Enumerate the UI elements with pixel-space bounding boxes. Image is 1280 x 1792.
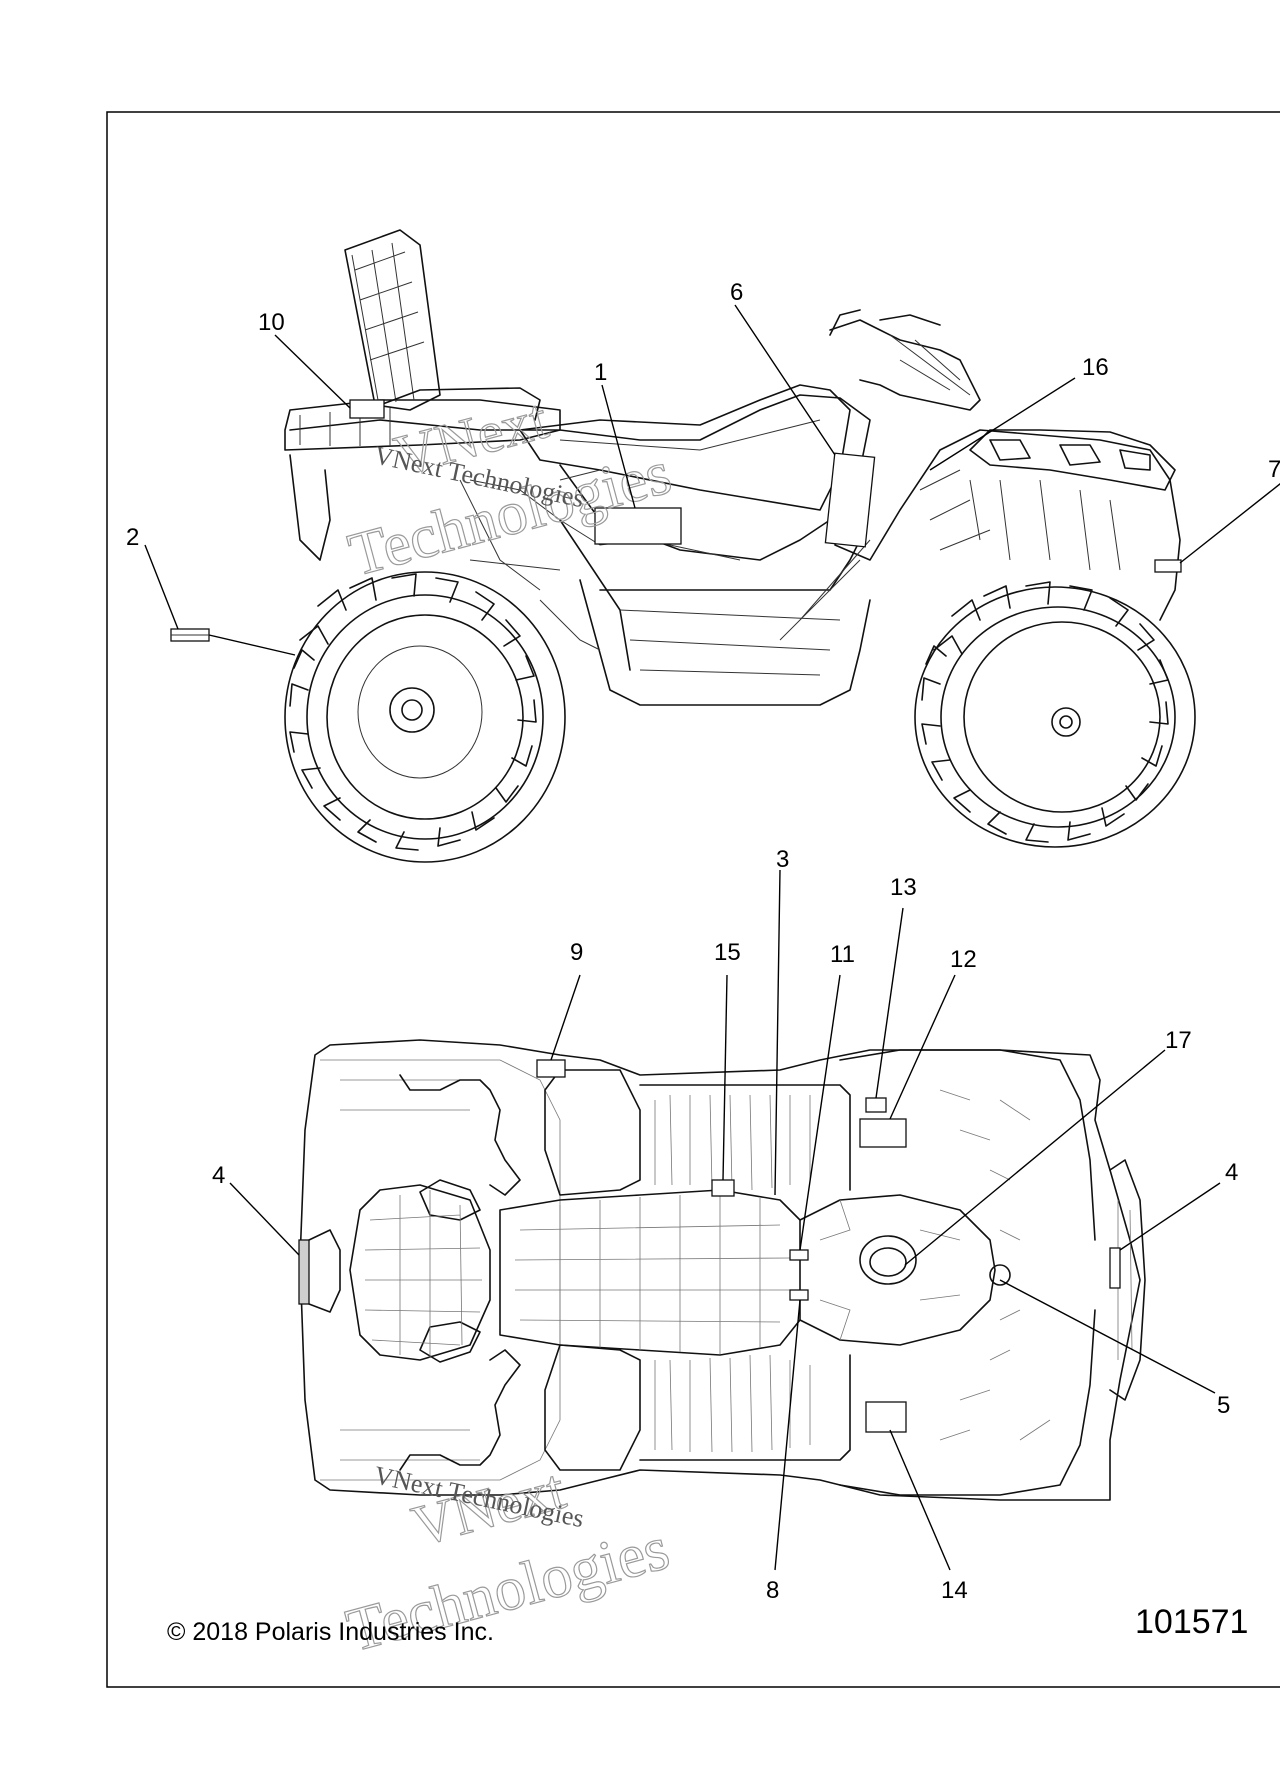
callout-9: 9 <box>570 939 583 966</box>
rear-wheel <box>284 571 566 863</box>
callout-8: 8 <box>766 1577 779 1604</box>
decal-13-rect <box>865 1097 887 1113</box>
callout-10: 10 <box>258 309 285 336</box>
decal-4-front-rect <box>1109 1247 1121 1289</box>
atv-top-view <box>298 1039 1146 1501</box>
callout-13: 13 <box>890 874 917 901</box>
decal-7-rect <box>1154 559 1182 573</box>
callout-3: 3 <box>776 846 789 873</box>
decal-15-rect <box>711 1179 735 1197</box>
callout-12: 12 <box>950 946 977 973</box>
callout-2: 2 <box>126 524 139 551</box>
decal-1-rect <box>594 507 682 545</box>
callout-15: 15 <box>714 939 741 966</box>
side-seat <box>519 384 851 511</box>
callout-6: 6 <box>730 279 743 306</box>
decal-9-rect <box>536 1059 566 1078</box>
decal-4-rear-rect <box>298 1239 310 1305</box>
callout-17: 17 <box>1165 1027 1192 1054</box>
callout-5: 5 <box>1217 1392 1230 1419</box>
callout-11: 11 <box>830 941 855 968</box>
top-backrest <box>349 1184 491 1361</box>
decal-6-rect <box>824 452 876 548</box>
copyright-notice: © 2018 Polaris Industries Inc. <box>167 1618 494 1646</box>
callout-4-front: 4 <box>1225 1159 1238 1186</box>
atv-side-view <box>170 229 1196 863</box>
front-wheel <box>914 581 1196 848</box>
leader-lines <box>144 304 1280 1571</box>
callout-4-rear: 4 <box>212 1162 225 1189</box>
callout-16: 16 <box>1082 354 1109 381</box>
decal-8-rect <box>789 1289 809 1301</box>
side-handlebars <box>829 319 981 411</box>
callout-1: 1 <box>594 359 607 386</box>
diagram-frame <box>106 111 1280 1688</box>
top-seat <box>499 1189 801 1356</box>
diagram-number: 101571 <box>1135 1603 1248 1641</box>
side-front-rack <box>969 429 1176 491</box>
decal-14-rect <box>865 1401 907 1433</box>
callout-7: 7 <box>1268 456 1280 483</box>
callout-14: 14 <box>941 1577 968 1604</box>
decal-12-rect <box>859 1118 907 1148</box>
callout-numbers: 10 1 6 16 7 2 3 13 9 15 11 12 17 4 4 5 8… <box>126 279 1280 1604</box>
decal-11-rect <box>789 1249 809 1261</box>
top-body-outline <box>299 1039 1141 1501</box>
decal-10-rect <box>349 399 385 419</box>
side-rear-rack <box>284 399 561 451</box>
